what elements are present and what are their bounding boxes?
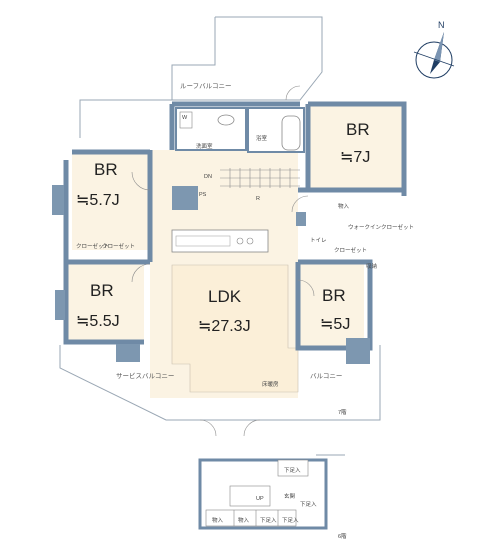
- w-label: W: [182, 115, 188, 121]
- br-top-right-size: ≒7J: [340, 149, 371, 166]
- ldk-name: LDK: [208, 287, 242, 306]
- ps-label: PS: [199, 192, 207, 198]
- floor-7-label: 7階: [338, 410, 347, 416]
- r-label: R: [256, 196, 260, 202]
- dn-label: DN: [204, 174, 212, 180]
- heat-detector-label: 床暖房: [262, 382, 279, 388]
- closet-1-label: クローゼット: [76, 244, 110, 250]
- br-right-bottom-name: BR: [322, 286, 346, 305]
- br-top-right-name: BR: [346, 120, 370, 139]
- toilet-label: トイレ: [310, 238, 327, 244]
- shoe-a-label: 下足入: [260, 518, 277, 524]
- up-label: UP: [256, 496, 264, 502]
- roof-balcony-label: ルーフバルコニー: [180, 83, 232, 90]
- compass-north-label: N: [438, 20, 445, 30]
- cf-storage-label: 収納: [366, 264, 378, 270]
- stairs: [220, 168, 300, 188]
- br-left-bottom-name: BR: [90, 281, 114, 300]
- service-balcony-label: サービスバルコニー: [116, 373, 175, 380]
- shoe-c-label: 下足入: [300, 502, 317, 508]
- br-left-bottom-size: ≒5.5J: [76, 313, 120, 330]
- walls: [63, 101, 407, 351]
- ldk-floor: [171, 264, 299, 393]
- bathroom-area: [175, 107, 305, 153]
- roof-balcony-outline: [79, 16, 323, 138]
- bathroom-label: 浴室: [256, 136, 268, 142]
- shoe-box-label: 下足入: [284, 468, 301, 474]
- shoe-b-label: 下足入: [282, 518, 299, 524]
- floor-6-label: 6階: [338, 534, 347, 540]
- storage-right-label: 物入: [338, 204, 350, 210]
- entrance-6f: [198, 454, 345, 530]
- storage-b-label: 物入: [238, 518, 250, 524]
- roof-balcony-outline-left: [171, 17, 216, 100]
- br-right-bottom-size: ≒5J: [320, 316, 351, 333]
- storage-a-label: 物入: [212, 518, 224, 524]
- ldk-size: ≒27.3J: [198, 318, 251, 335]
- lower-balcony-outline: [59, 345, 381, 421]
- washroom-label: 洗面室: [196, 144, 213, 150]
- balcony-label: バルコニー: [310, 373, 343, 380]
- closet-2-label: クローゼット: [102, 244, 136, 250]
- compass-icon: [413, 32, 455, 79]
- door-swings: [131, 85, 315, 437]
- kitchen-counter: [171, 229, 269, 253]
- br-left-top-name: BR: [94, 160, 118, 179]
- entrance-label: 玄関: [284, 494, 296, 500]
- br-left-top-size: ≒5.7J: [76, 192, 120, 209]
- walk-in-closet-label: ウォークインクローゼット: [348, 225, 415, 231]
- closet-3-label: クローゼット: [334, 248, 368, 254]
